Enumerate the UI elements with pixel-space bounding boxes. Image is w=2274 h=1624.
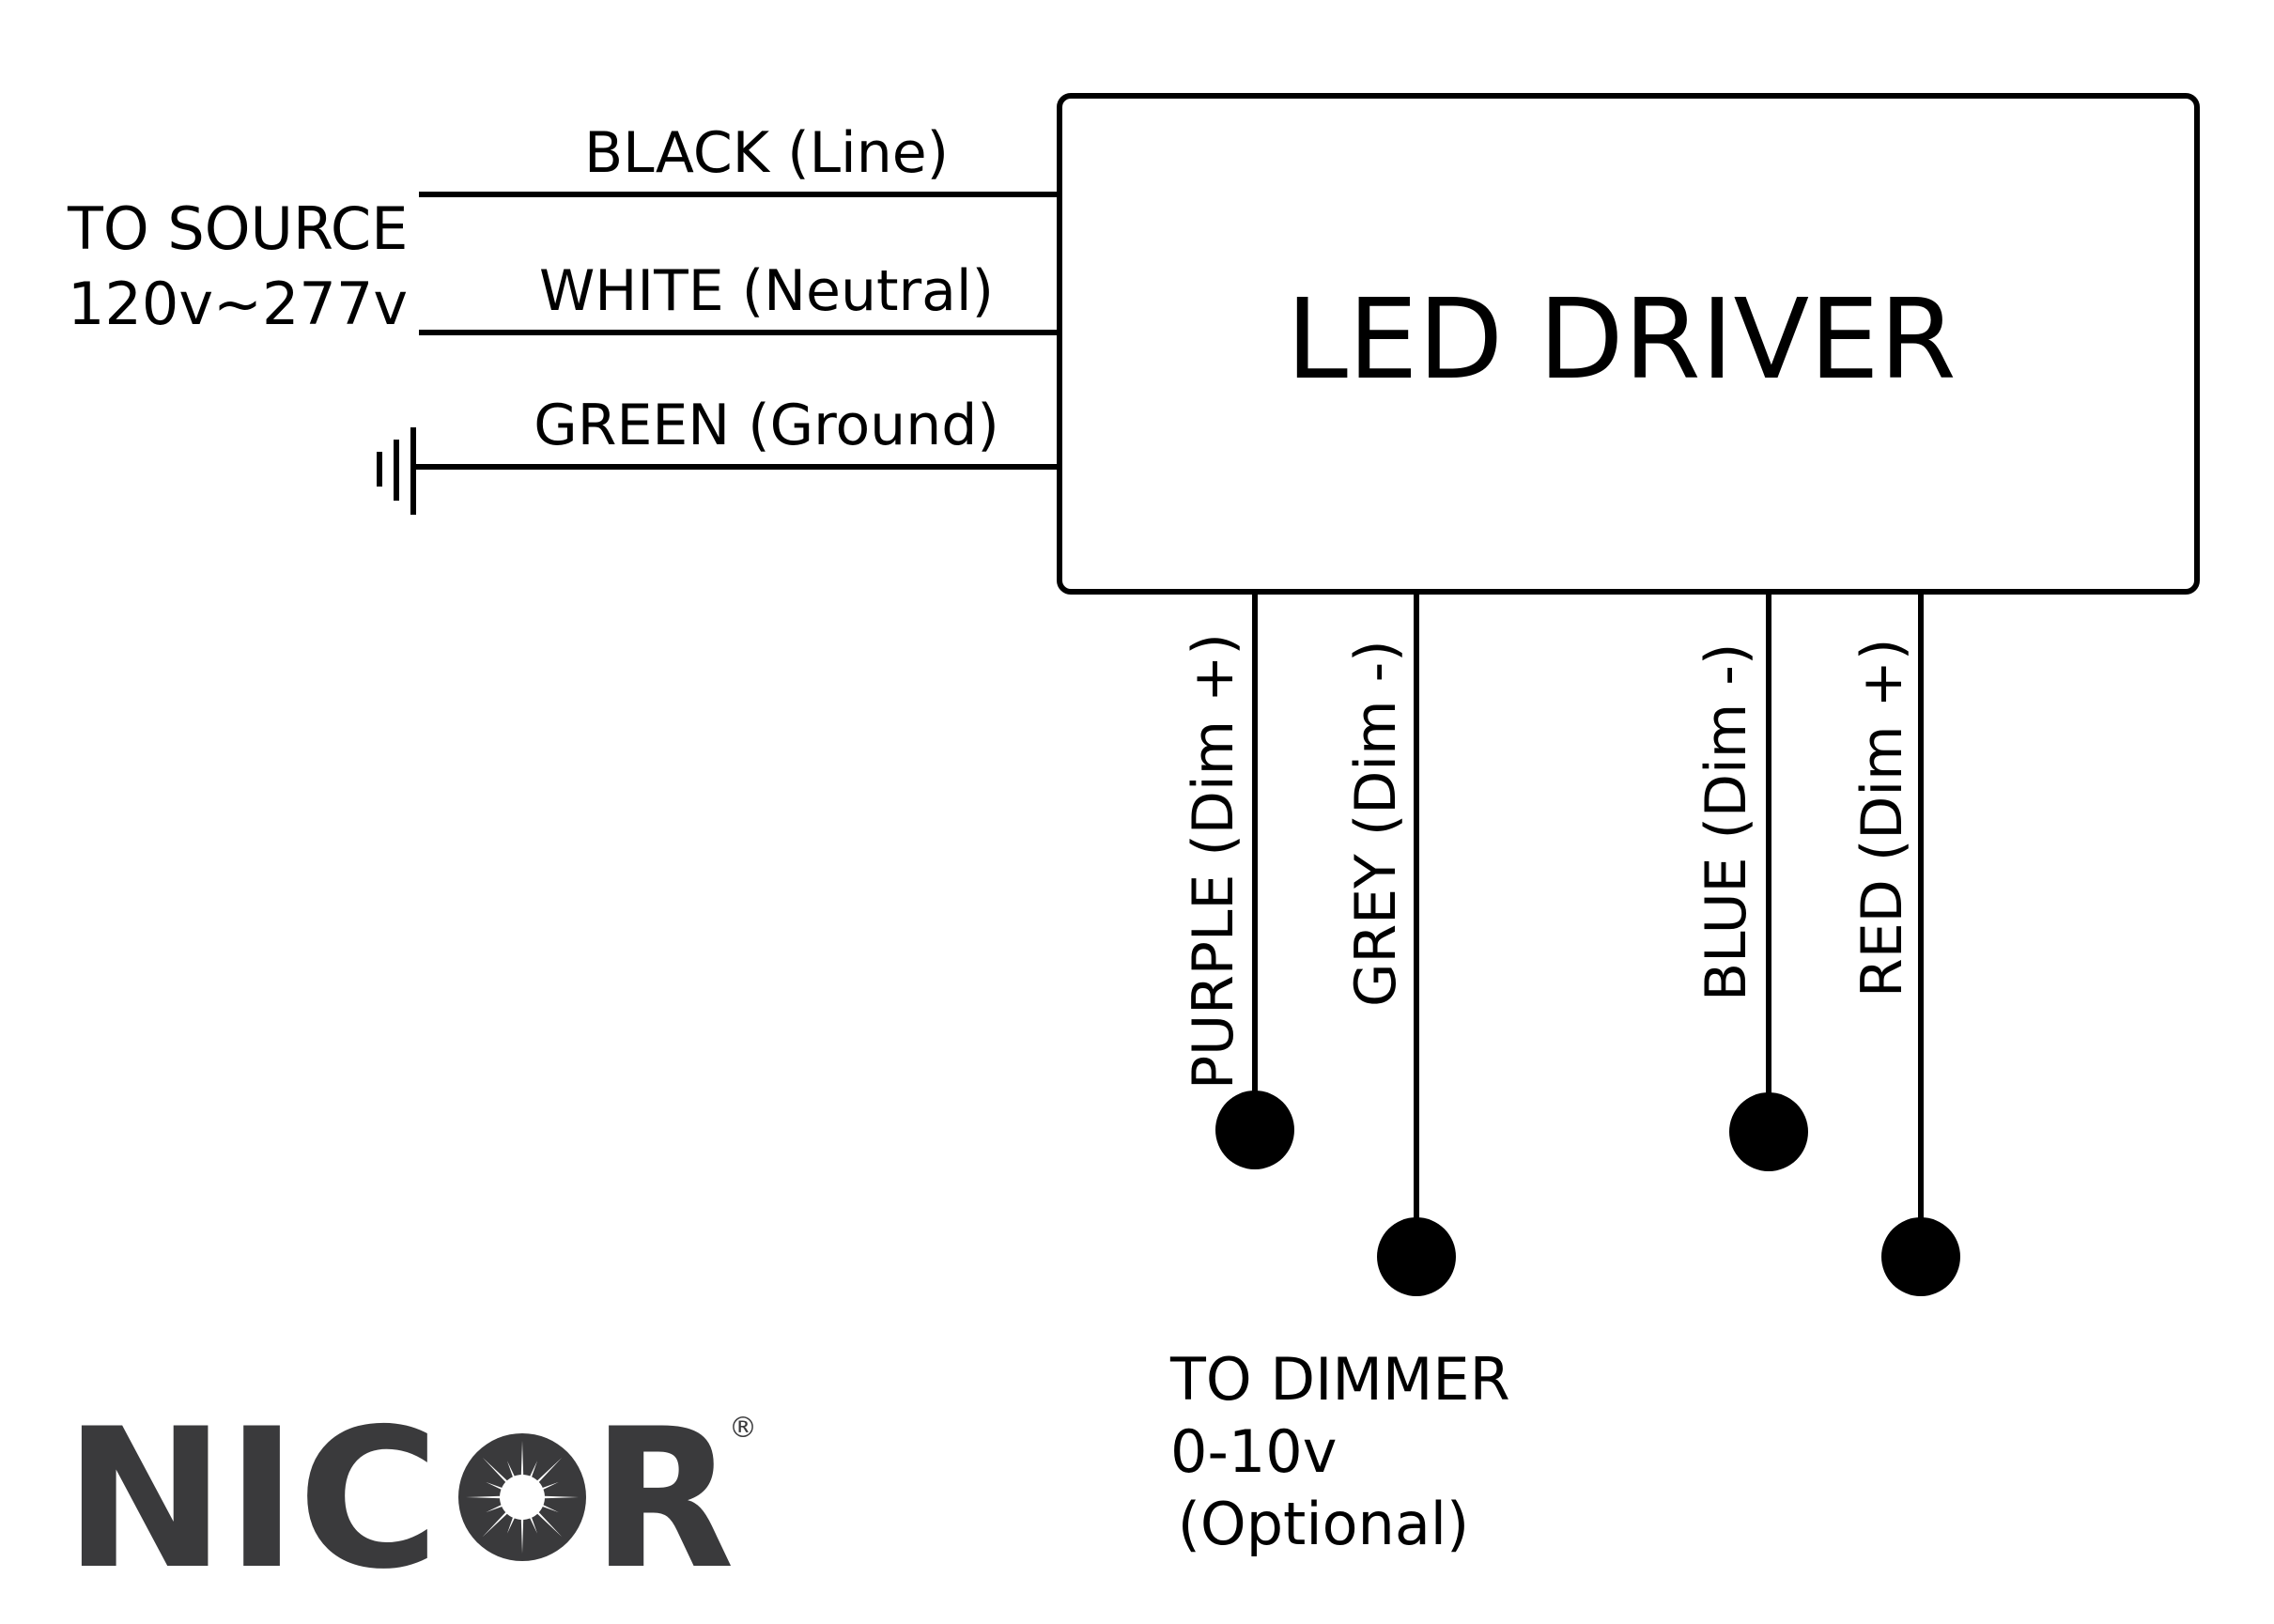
registered-mark: ® [729,1412,757,1445]
starburst-ray [526,1510,538,1534]
wire-grey-terminal [1377,1217,1456,1296]
dimmer-label: TO DIMMER [1169,1345,1510,1414]
logo-text-nic: NIC [64,1388,440,1612]
wire-red-terminal [1881,1217,1960,1296]
wire-purple-label: PURPLE (Dim +) [1181,633,1246,1090]
led-driver-title: LED DRIVER [1286,274,1957,404]
starburst-ray [466,1495,508,1499]
starburst-ray [482,1457,513,1488]
starburst-ray [535,1481,559,1493]
starburst-ray [532,1507,563,1538]
ground-icon [377,427,416,515]
wire-green-label: GREEN (Ground) [534,393,998,458]
starburst-ray [535,1501,559,1513]
starburst-ray [506,1461,518,1484]
source-voltage: 120v~277v [68,270,408,338]
starburst-ray [486,1481,509,1493]
starburst-ray [486,1501,509,1513]
wire-black-label: BLACK (Line) [584,120,949,186]
starburst-icon [458,1433,586,1561]
starburst-ray [520,1511,524,1554]
wire-white-label: WHITE (Neutral) [539,258,994,324]
logo-text-r: R [592,1388,735,1612]
starburst-ray [482,1507,513,1538]
wire-purple-terminal [1215,1090,1294,1169]
starburst-ray [506,1510,518,1534]
wire-red-label: RED (Dim +) [1849,639,1915,998]
starburst-ray [532,1457,563,1488]
starburst-ray [536,1495,579,1499]
dimmer-range: 0-10v [1170,1417,1337,1486]
wire-blue-label: BLUE (Dim -) [1694,643,1759,1001]
source-label: TO SOURCE [67,194,408,263]
wire-blue-terminal [1729,1092,1808,1171]
starburst-ray [520,1441,524,1483]
led-driver-box [1057,93,2200,595]
starburst-ray [526,1461,538,1484]
dimmer-optional: (Optional) [1159,1490,1469,1558]
wire-grey-label: GREY (Dim -) [1343,640,1409,1007]
nicor-logo: NIC R ® [64,1388,757,1612]
